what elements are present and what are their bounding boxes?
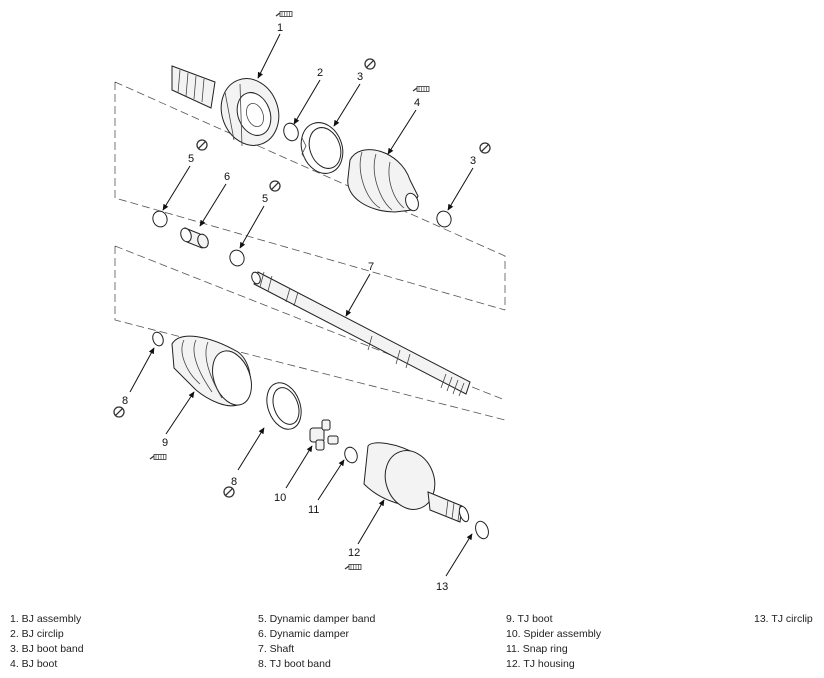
legend-item: 9. TJ boot [506,613,553,625]
leader-8a [129,347,155,393]
callout-5a: 5 [188,153,194,165]
bj-side-outline [114,81,506,311]
leader-2 [293,79,321,125]
leader-13 [445,533,473,577]
leader-3a [333,83,361,127]
legend-item: 11. Snap ring [506,643,568,655]
leader-1 [257,33,281,79]
spider-assembly-part [309,419,339,451]
bj-circlip-part [283,122,299,142]
leader-7 [345,273,371,317]
leader-12 [357,499,385,545]
tj-boot-band-small-part [152,331,164,347]
callout-6: 6 [224,171,230,183]
bj-assembly-part [171,65,280,147]
leader-8b [237,427,265,471]
legend-item: 12. TJ housing [506,658,575,670]
no-reuse-icon [364,58,376,70]
callout-13: 13 [436,581,448,593]
no-reuse-icon [269,180,281,192]
callout-12: 12 [348,547,360,559]
no-reuse-icon [223,486,235,498]
legend-column-4: 13. TJ circlip [754,612,813,627]
tj-boot-part [171,335,252,407]
bj-boot-band-small-part [436,210,452,228]
callout-8b: 8 [231,476,237,488]
legend-item: 7. Shaft [258,643,295,655]
shaft-part [251,271,471,397]
exploded-diagram: 1 2 3 4 3 5 6 5 7 8 9 8 10 11 12 13 [113,10,506,593]
grease-icon [344,563,362,571]
callout-4: 4 [414,97,420,109]
legend-column-1: 1. BJ assembly 2. BJ circlip 3. BJ boot … [10,612,84,672]
legend-item: 6. Dynamic damper [258,628,350,640]
callout-7: 7 [368,261,374,273]
dynamic-damper-band-left-part [152,210,168,228]
tj-side-outline [114,245,506,421]
snap-ring-part [344,446,358,464]
leader-5a [162,165,191,211]
leader-10 [285,445,313,489]
legend-item: 2. BJ circlip [10,628,64,640]
callout-3b: 3 [470,155,476,167]
tj-boot-band-part [266,382,302,430]
callout-8a: 8 [122,395,128,407]
legend-item: 3. BJ boot band [10,643,84,655]
legend-column-2: 5. Dynamic damper band 6. Dynamic damper… [258,612,375,672]
no-reuse-icon [479,142,491,154]
legend-item: 8. TJ boot band [258,658,331,670]
bj-boot-part [347,149,419,213]
leader-9 [165,391,195,435]
callout-9: 9 [162,437,168,449]
legend-item: 10. Spider assembly [506,628,602,640]
grease-icon [275,10,293,18]
tj-housing-part [363,442,470,523]
legend-column-3: 9. TJ boot 10. Spider assembly 11. Snap … [506,612,601,672]
grease-icon [412,85,430,93]
callout-1: 1 [277,22,283,34]
dynamic-damper-part [180,227,209,249]
parts-legend: 1. BJ assembly 2. BJ circlip 3. BJ boot … [0,608,824,674]
legend-item: 1. BJ assembly [10,613,82,625]
callout-11: 11 [308,504,319,516]
leader-5b [239,205,265,249]
callout-10: 10 [274,492,286,504]
legend-item: 4. BJ boot [10,658,58,670]
legend-item: 5. Dynamic damper band [258,613,376,625]
leader-3b [447,167,474,211]
leader-11 [317,459,345,501]
callout-2: 2 [317,67,323,79]
dynamic-damper-band-right-part [229,249,245,267]
bj-boot-band-part [300,122,344,174]
callout-3a: 3 [357,71,363,83]
no-reuse-icon [113,406,125,418]
legend-item: 13. TJ circlip [754,613,813,625]
tj-circlip-part [475,520,489,540]
no-reuse-icon [196,139,208,151]
leader-4 [387,109,417,155]
leader-6 [199,183,227,227]
grease-icon [149,453,167,461]
callout-5b: 5 [262,193,268,205]
